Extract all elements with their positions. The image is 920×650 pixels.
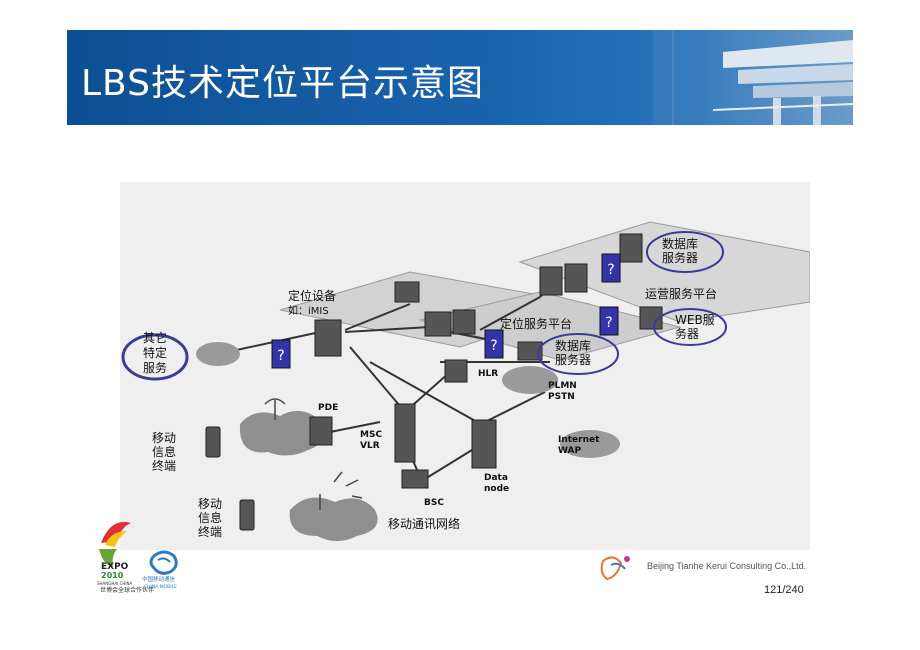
internet-label-2: WAP bbox=[558, 446, 581, 456]
internet-label-1: Internet bbox=[558, 435, 600, 445]
db-server-right bbox=[619, 233, 643, 263]
positioning-device-server bbox=[314, 319, 342, 357]
mobile-network-label: 移动通讯网络 bbox=[388, 516, 460, 531]
question-mark-2: ? bbox=[490, 338, 497, 354]
mobile-terminal-2-label-2: 信息 bbox=[198, 510, 222, 525]
svg-text:SHANGHAI CHINA: SHANGHAI CHINA bbox=[97, 581, 133, 586]
web-server-label-2: 务器 bbox=[675, 326, 699, 341]
lbs-platform-diagram: ? ? ? ? 其它 特定 服务 定位设备 如：iMIS 定位服务平台 运营服务… bbox=[120, 182, 810, 550]
equipment bbox=[205, 233, 663, 531]
msc-server bbox=[394, 403, 416, 463]
db-center-label-2: 服务器 bbox=[555, 352, 591, 367]
db-right-label-2: 服务器 bbox=[662, 250, 698, 265]
pde-cloud bbox=[239, 410, 324, 456]
pde-server bbox=[309, 416, 333, 446]
plmn-label-2: PSTN bbox=[548, 392, 575, 402]
positioning-platform-label: 定位服务平台 bbox=[500, 316, 572, 331]
operation-platform-label: 运营服务平台 bbox=[645, 286, 717, 301]
web-server-ellipse bbox=[653, 308, 727, 346]
internet-cloud bbox=[560, 430, 620, 458]
plmn-label-1: PLMN bbox=[548, 381, 577, 391]
db-right-ellipse bbox=[646, 231, 724, 273]
question-box-2 bbox=[484, 329, 504, 359]
web-server bbox=[639, 306, 663, 330]
title-banner: LBS技术定位平台示意图 bbox=[67, 30, 853, 125]
bsc-label: BSC bbox=[424, 498, 444, 508]
other-service-ellipse bbox=[121, 333, 189, 381]
question-mark-3: ? bbox=[605, 315, 612, 331]
expo-partner-text: 世博会全球合作伙伴 bbox=[100, 587, 155, 594]
data-node-server bbox=[471, 419, 497, 469]
china-pavilion-image bbox=[653, 30, 853, 125]
company-name: Beijing Tianhe Kerui Consulting Co.,Ltd. bbox=[647, 561, 807, 571]
mobile-terminal-2-label-3: 终端 bbox=[198, 524, 222, 539]
svg-text:CHINA MOBILE: CHINA MOBILE bbox=[144, 584, 177, 590]
question-boxes: ? ? ? ? bbox=[271, 253, 621, 369]
pde-label: PDE bbox=[318, 403, 338, 413]
platform-server-1 bbox=[424, 311, 452, 337]
mobile-terminal-1-label-2: 信息 bbox=[152, 444, 176, 459]
highlight-ellipses bbox=[121, 231, 727, 381]
msc-label-2: VLR bbox=[360, 441, 380, 451]
operation-server-2 bbox=[564, 263, 588, 293]
svg-text:EXPO: EXPO bbox=[101, 562, 129, 572]
other-service-label-3: 服务 bbox=[143, 360, 167, 375]
china-mobile-logo: 中国移动通信 CHINA MOBILE bbox=[142, 550, 178, 590]
hlr-server bbox=[444, 359, 468, 383]
web-server-label-1: WEB服 bbox=[675, 313, 715, 327]
hlr-label: HLR bbox=[478, 369, 498, 379]
db-center-ellipse bbox=[537, 333, 619, 375]
svg-text:2010: 2010 bbox=[101, 571, 124, 580]
company-logo bbox=[600, 556, 630, 581]
question-box-4 bbox=[601, 253, 621, 283]
bsc-server bbox=[401, 469, 429, 489]
platform-server-2 bbox=[452, 309, 476, 335]
data-node-label-1: Data bbox=[484, 473, 508, 483]
db-center-label-1: 数据库 bbox=[555, 338, 591, 353]
question-mark-1: ? bbox=[277, 348, 284, 364]
page-number: 121/240 bbox=[764, 584, 804, 596]
mobile-phone-1 bbox=[205, 426, 221, 458]
msc-label-1: MSC bbox=[360, 430, 382, 440]
other-service-label-1: 其它 bbox=[143, 330, 167, 345]
positioning-device-label-2: 如：iMIS bbox=[288, 304, 329, 317]
mobile-terminal-1-label-1: 移动 bbox=[152, 431, 176, 445]
question-box-1 bbox=[271, 339, 291, 369]
antenna-icon bbox=[264, 398, 363, 510]
other-service-label-2: 特定 bbox=[143, 345, 167, 360]
plmn-cloud bbox=[502, 366, 558, 394]
other-service-cloud bbox=[196, 342, 240, 366]
question-box-3 bbox=[599, 306, 619, 336]
mobile-terminal-2-label-1: 移动 bbox=[198, 497, 222, 511]
expo-2010-logo: EXPO 2010 SHANGHAI CHINA bbox=[97, 521, 133, 586]
bsc-cloud bbox=[289, 497, 378, 541]
positioning-device-label-1: 定位设备 bbox=[288, 288, 336, 303]
operation-server-1 bbox=[539, 266, 563, 296]
mobile-phone-2 bbox=[239, 499, 255, 531]
svg-text:中国移动通信: 中国移动通信 bbox=[142, 575, 176, 583]
terminal-pc bbox=[394, 281, 420, 303]
positioning-platform-plane bbox=[418, 291, 682, 361]
slide-title: LBS技术定位平台示意图 bbox=[81, 63, 484, 104]
data-node-label-2: node bbox=[484, 484, 509, 494]
question-mark-4: ? bbox=[607, 262, 614, 278]
db-right-label-1: 数据库 bbox=[662, 236, 698, 251]
mobile-terminal-1-label-3: 终端 bbox=[152, 458, 176, 473]
db-server-center bbox=[517, 341, 543, 361]
